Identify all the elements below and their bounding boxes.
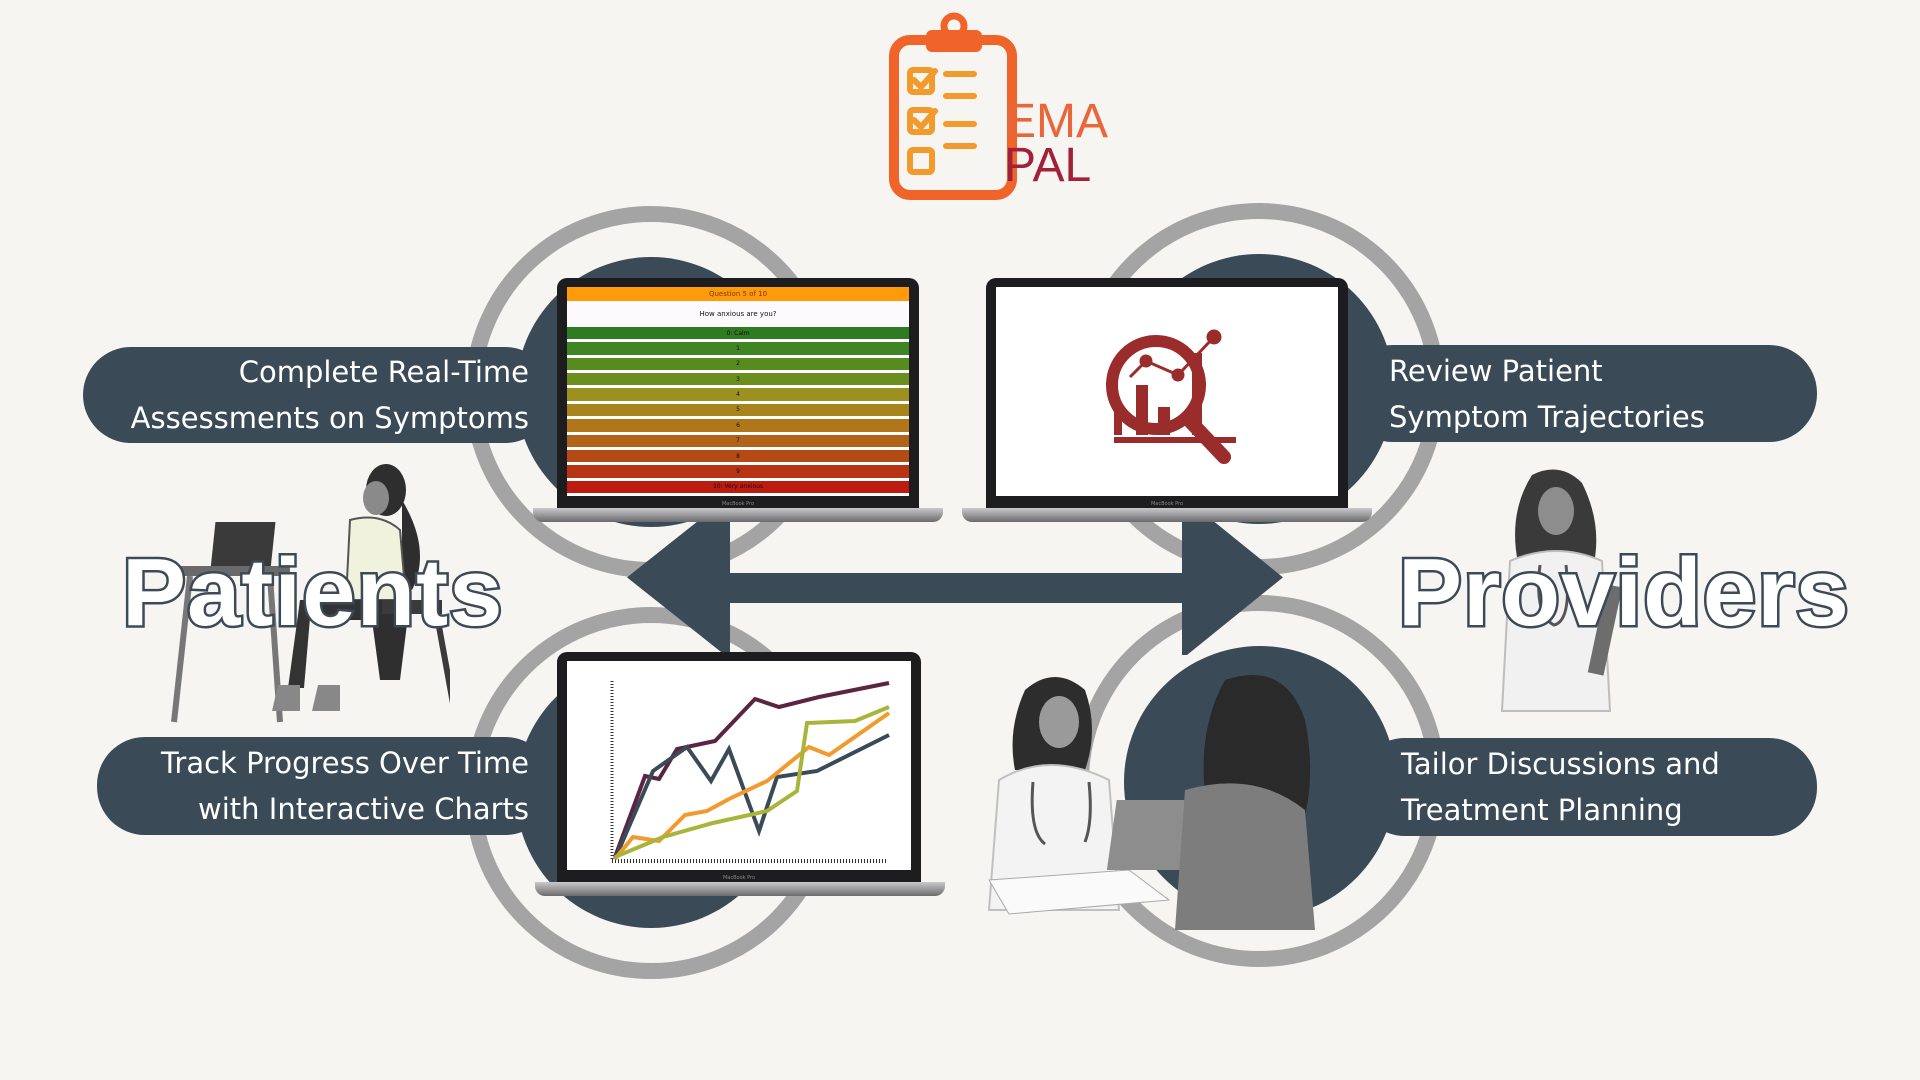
pill-review-trajectories: Review Patient Symptom Trajectories [1345,345,1817,442]
survey-option-2[interactable]: 2 [567,357,909,371]
survey-question: How anxious are you? [567,301,909,327]
pill-complete-assessments: Complete Real-Time Assessments on Sympto… [83,347,553,443]
survey-option-4[interactable]: 4 [567,388,909,401]
survey-question-counter: Question 5 of 10 [567,287,909,301]
chart-series-olive [614,705,890,859]
laptop-survey: Question 5 of 10 How anxious are you? 0:… [557,278,919,508]
pill-tailor-discussions: Tailor Discussions and Treatment Plannin… [1357,738,1817,836]
chart-screen [567,661,911,870]
pill-track-progress: Track Progress Over Time with Interactiv… [97,737,553,835]
survey-screen: Question 5 of 10 How anxious are you? 0:… [567,287,909,496]
pill-text-line1: Track Progress Over Time [160,746,529,780]
survey-option-6[interactable]: 6 [567,419,909,432]
chart-series-navy [613,733,890,860]
pill-text-line2: Assessments on Symptoms [130,401,529,435]
pill-text-line2: with Interactive Charts [198,792,529,826]
survey-option-3[interactable]: 3 [567,373,909,386]
laptop-brand: MacBook Pro [1150,501,1184,507]
laptop-brand: MacBook Pro [722,875,756,881]
chart-series-orange [613,711,891,861]
line-chart-illustration [610,681,891,863]
survey-option-1[interactable]: 1 [567,342,909,355]
survey-option-9[interactable]: 9 [567,465,909,478]
patient-at-laptop-illustration [171,464,450,723]
pill-text-line2: Treatment Planning [1401,793,1683,827]
providers-heading: Providers [1396,537,1852,649]
laptop-brand: MacBook Pro [721,501,755,507]
analytics-screen [996,287,1338,496]
pill-text-line2: Symptom Trajectories [1389,399,1705,434]
survey-option-10[interactable]: 10: Very anxious [567,480,909,493]
logo-text-ema: EMA [1004,95,1109,148]
laptop-base [962,508,1372,522]
survey-option-0[interactable]: 0: Calm [567,327,909,340]
laptop-base [533,508,943,522]
logo-text-pal: PAL [1004,139,1092,192]
laptop-chart: MacBook Pro [557,652,921,882]
doctor-patient-consultation-illustration [987,675,1315,930]
survey-option-8[interactable]: 8 [567,449,909,463]
laptop-base [535,882,945,896]
pill-text-line1: Review Patient [1389,353,1603,388]
survey-option-7[interactable]: 7 [567,434,909,447]
double-arrow-icon [627,495,1283,655]
patients-heading: Patients [119,537,504,649]
pill-text-line1: Tailor Discussions and [1401,747,1720,781]
ema-pal-logo: EMA PAL [886,12,1116,202]
magnifier-analytics-icon [1106,329,1236,464]
laptop-analytics: MacBook Pro [986,278,1348,508]
survey-option-5[interactable]: 5 [567,403,909,417]
clipboard-checklist-icon [889,12,1017,200]
provider-doctor-illustration [1500,469,1623,712]
pill-text-line1: Complete Real-Time [238,355,529,389]
